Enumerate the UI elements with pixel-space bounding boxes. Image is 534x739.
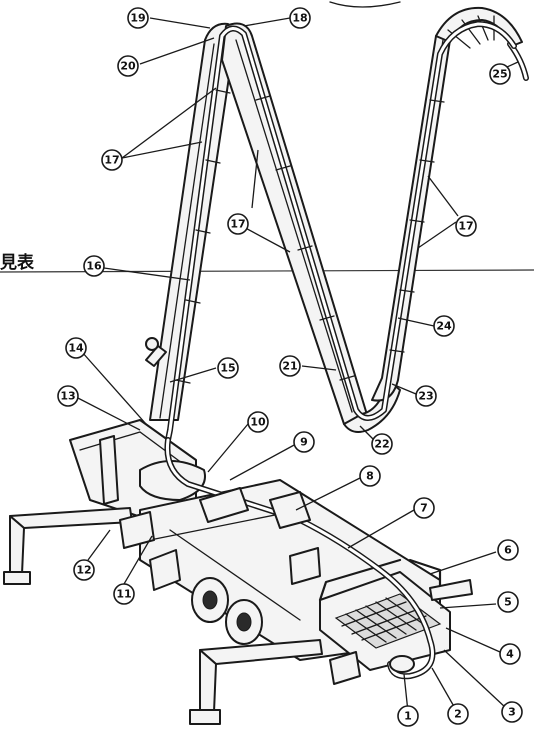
callout-11: 11	[113, 583, 135, 605]
svg-text:4: 4	[506, 648, 514, 661]
svg-text:19: 19	[130, 12, 145, 25]
callout-20: 20	[117, 55, 139, 77]
svg-text:3: 3	[508, 706, 516, 719]
svg-text:11: 11	[116, 588, 131, 601]
callout-19: 19	[127, 7, 149, 29]
svg-text:20: 20	[120, 60, 136, 73]
svg-text:13: 13	[60, 390, 75, 403]
svg-text:24: 24	[436, 320, 452, 333]
svg-text:21: 21	[282, 360, 297, 373]
page-horizontal-rule	[0, 269, 534, 273]
svg-text:9: 9	[300, 436, 308, 449]
callout-6: 6	[497, 539, 519, 561]
callout-4: 4	[499, 643, 521, 665]
boom	[145, 6, 529, 443]
callout-9: 9	[293, 431, 315, 453]
svg-text:16: 16	[86, 260, 102, 273]
svg-text:6: 6	[504, 544, 512, 557]
callout-2: 2	[447, 703, 469, 725]
callout-14: 14	[65, 337, 87, 359]
callout-23: 23	[415, 385, 437, 407]
side-label: 見表	[0, 252, 35, 273]
svg-text:15: 15	[220, 362, 235, 375]
callout-16: 16	[83, 255, 105, 277]
svg-text:7: 7	[420, 502, 428, 515]
svg-text:23: 23	[418, 390, 433, 403]
callout-15: 15	[217, 357, 239, 379]
svg-text:1: 1	[404, 710, 412, 723]
page-arc-fragment	[329, 1, 401, 8]
svg-text:10: 10	[250, 416, 266, 429]
callout-21: 21	[279, 355, 301, 377]
callout-5: 5	[497, 591, 519, 613]
svg-text:8: 8	[366, 470, 374, 483]
callout-17b: 17	[227, 213, 249, 235]
callout-12: 12	[73, 559, 95, 581]
leader-lines	[73, 17, 519, 713]
callout-25: 25	[489, 63, 511, 85]
svg-text:12: 12	[76, 564, 91, 577]
svg-text:2: 2	[454, 708, 462, 721]
callout-17a: 17	[101, 149, 123, 171]
callout-1: 1	[397, 705, 419, 727]
callout-22: 22	[371, 433, 393, 455]
callout-13: 13	[57, 385, 79, 407]
svg-text:17: 17	[104, 154, 119, 167]
svg-text:14: 14	[68, 342, 84, 355]
svg-text:17: 17	[230, 218, 245, 231]
svg-text:17: 17	[458, 220, 473, 233]
svg-text:18: 18	[292, 12, 307, 25]
callouts: 1 2 3 4 5 6 7 8 9 10 11 12 13 14 15 16 1…	[57, 7, 523, 727]
svg-text:5: 5	[504, 596, 512, 609]
callout-17c: 17	[455, 215, 477, 237]
callout-3: 3	[501, 701, 523, 723]
rear-wheels	[191, 577, 263, 645]
svg-text:22: 22	[374, 438, 389, 451]
callout-10: 10	[247, 411, 269, 433]
callout-7: 7	[413, 497, 435, 519]
boom-section-3	[371, 35, 451, 402]
svg-text:25: 25	[492, 68, 507, 81]
callout-8: 8	[359, 465, 381, 487]
callout-18: 18	[289, 7, 311, 29]
callout-24: 24	[433, 315, 455, 337]
outrigger-front-left	[9, 507, 133, 529]
